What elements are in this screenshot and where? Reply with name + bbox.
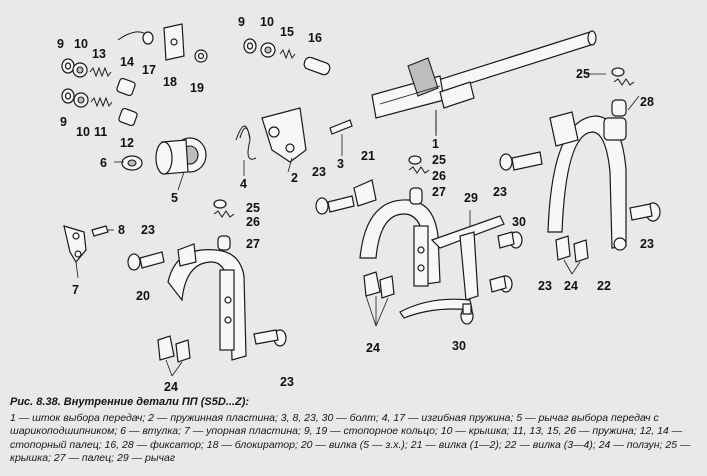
label-10-top: 10 (74, 37, 88, 51)
label-29: 29 (464, 191, 478, 205)
snap-rings-and-caps-group (61, 58, 138, 127)
label-25-c: 25 (432, 153, 446, 167)
label-22: 22 (597, 279, 611, 293)
label-9-bottom: 9 (60, 115, 67, 129)
label-3: 3 (337, 157, 344, 171)
leader-lines (75, 73, 640, 377)
label-1: 1 (432, 137, 439, 151)
thrust-plate-group (63, 225, 109, 264)
detent-group-center (408, 155, 430, 205)
label-30-a: 30 (512, 215, 526, 229)
selector-shaft-part (371, 30, 597, 135)
label-26-b: 26 (432, 169, 446, 183)
shift-fork-3-4 (499, 111, 661, 263)
label-19: 19 (190, 81, 204, 95)
label-23-c: 23 (280, 375, 294, 389)
shift-fork-5-reverse (127, 243, 287, 363)
caption-title: Рис. 8.38. Внутренние детали ПП (S5D...Z… (10, 396, 250, 408)
figure-caption: Рис. 8.38. Внутренние детали ПП (S5D...Z… (10, 396, 700, 466)
label-13: 13 (92, 47, 106, 61)
label-28: 28 (640, 95, 654, 109)
label-27-a: 27 (246, 237, 260, 251)
label-7: 7 (72, 283, 79, 297)
label-12: 12 (120, 136, 134, 150)
label-23-e: 23 (493, 185, 507, 199)
label-18: 18 (163, 75, 177, 89)
bending-spring-and-lock-group (117, 23, 208, 63)
label-23-f: 23 (640, 237, 654, 251)
shift-fork-1-2 (315, 179, 441, 299)
detent-group-top (243, 38, 331, 76)
spring-plate-group (235, 107, 353, 163)
label-23-b: 23 (141, 223, 155, 237)
label-25-a: 25 (576, 67, 590, 81)
label-30-b: 30 (452, 339, 466, 353)
label-14: 14 (120, 55, 134, 69)
label-11: 11 (94, 125, 107, 139)
label-24-a: 24 (366, 341, 380, 355)
label-8: 8 (118, 223, 125, 237)
label-27-b: 27 (432, 185, 446, 199)
label-20-left: 20 (136, 289, 150, 303)
label-2: 2 (291, 171, 298, 185)
detent-group-mid-left (213, 199, 235, 251)
label-6: 6 (100, 156, 107, 170)
caption-body: 1 — шток выбора передач; 2 — пружинная п… (10, 411, 691, 465)
diagram-drawing: 1 2 3 4 5 6 7 8 9 9 10 10 10 11 12 13 14… (57, 15, 661, 392)
label-5: 5 (171, 191, 178, 205)
label-24-b: 24 (164, 380, 178, 392)
label-15: 15 (280, 25, 294, 39)
label-21: 21 (361, 149, 375, 163)
part-labels: 1 2 3 4 5 6 7 8 9 9 10 10 10 11 12 13 14… (57, 15, 654, 392)
label-25-b: 25 (246, 201, 260, 215)
label-9-center: 9 (238, 15, 245, 29)
exploded-parts-diagram: 1 2 3 4 5 6 7 8 9 9 10 10 10 11 12 13 14… (57, 15, 661, 392)
label-24-c: 24 (564, 279, 578, 293)
label-26-a: 26 (246, 215, 260, 229)
label-16: 16 (308, 31, 322, 45)
label-23-a: 23 (312, 165, 326, 179)
gear-lever-group (121, 137, 207, 175)
label-9-top: 9 (57, 37, 64, 51)
label-4: 4 (240, 177, 247, 191)
label-17: 17 (142, 63, 156, 77)
lever-29-group (399, 215, 523, 325)
label-10-center: 10 (260, 15, 274, 29)
detent-group-top-right (611, 67, 635, 117)
label-10-bottom: 10 (76, 125, 90, 139)
label-23-d: 23 (538, 279, 552, 293)
